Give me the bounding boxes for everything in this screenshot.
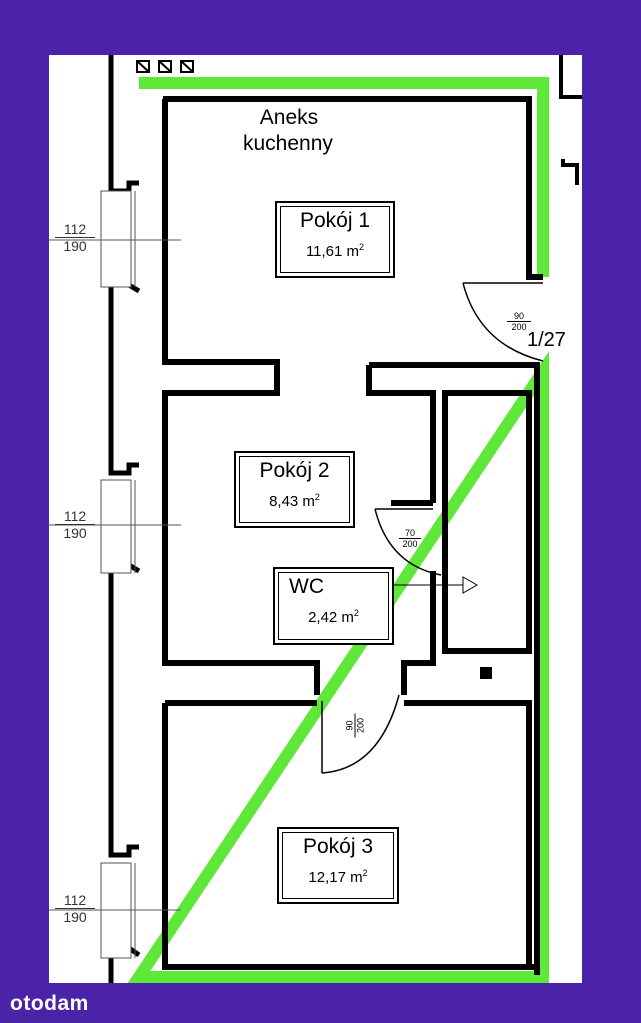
walls <box>162 96 543 975</box>
otodam-logo: otodam <box>10 992 89 1015</box>
exterior-wall-right <box>559 55 582 185</box>
floor-plan-drawing <box>49 55 582 983</box>
arrow-icon <box>391 576 479 594</box>
floor-plan: Aneks kuchenny 1/27 Pokój 1 11,61 m2 Pok… <box>49 55 582 983</box>
shaft-marker <box>480 667 492 679</box>
room-name: Pokój 1 <box>299 209 371 232</box>
room-name: Pokój 2 <box>259 459 330 482</box>
unit-number: 1/27 <box>527 329 566 351</box>
kitchen-label-line1: Aneks <box>259 106 319 129</box>
kitchen-label-line2: kuchenny <box>243 132 333 155</box>
room-area: 2,42 m2 <box>308 608 359 626</box>
room-label-pokoj-2: Pokój 2 8,43 m2 <box>234 451 355 528</box>
room-name: Pokój 3 <box>302 835 374 858</box>
room-name: WC <box>289 575 324 598</box>
room-label-pokoj-1: Pokój 1 11,61 m2 <box>275 201 395 278</box>
vent-icons <box>136 60 194 73</box>
door-swings <box>321 282 544 774</box>
room-area: 11,61 m2 <box>305 242 365 260</box>
kitchen-label: Aneks kuchenny <box>243 105 333 157</box>
room-area: 12,17 m2 <box>308 868 368 886</box>
room-label-wc: WC 2,42 m2 <box>273 567 394 645</box>
windows <box>49 190 181 959</box>
room-label-pokoj-3: Pokój 3 12,17 m2 <box>277 827 399 904</box>
room-area: 8,43 m2 <box>269 492 320 510</box>
apartment-outline-highlight <box>127 77 549 983</box>
